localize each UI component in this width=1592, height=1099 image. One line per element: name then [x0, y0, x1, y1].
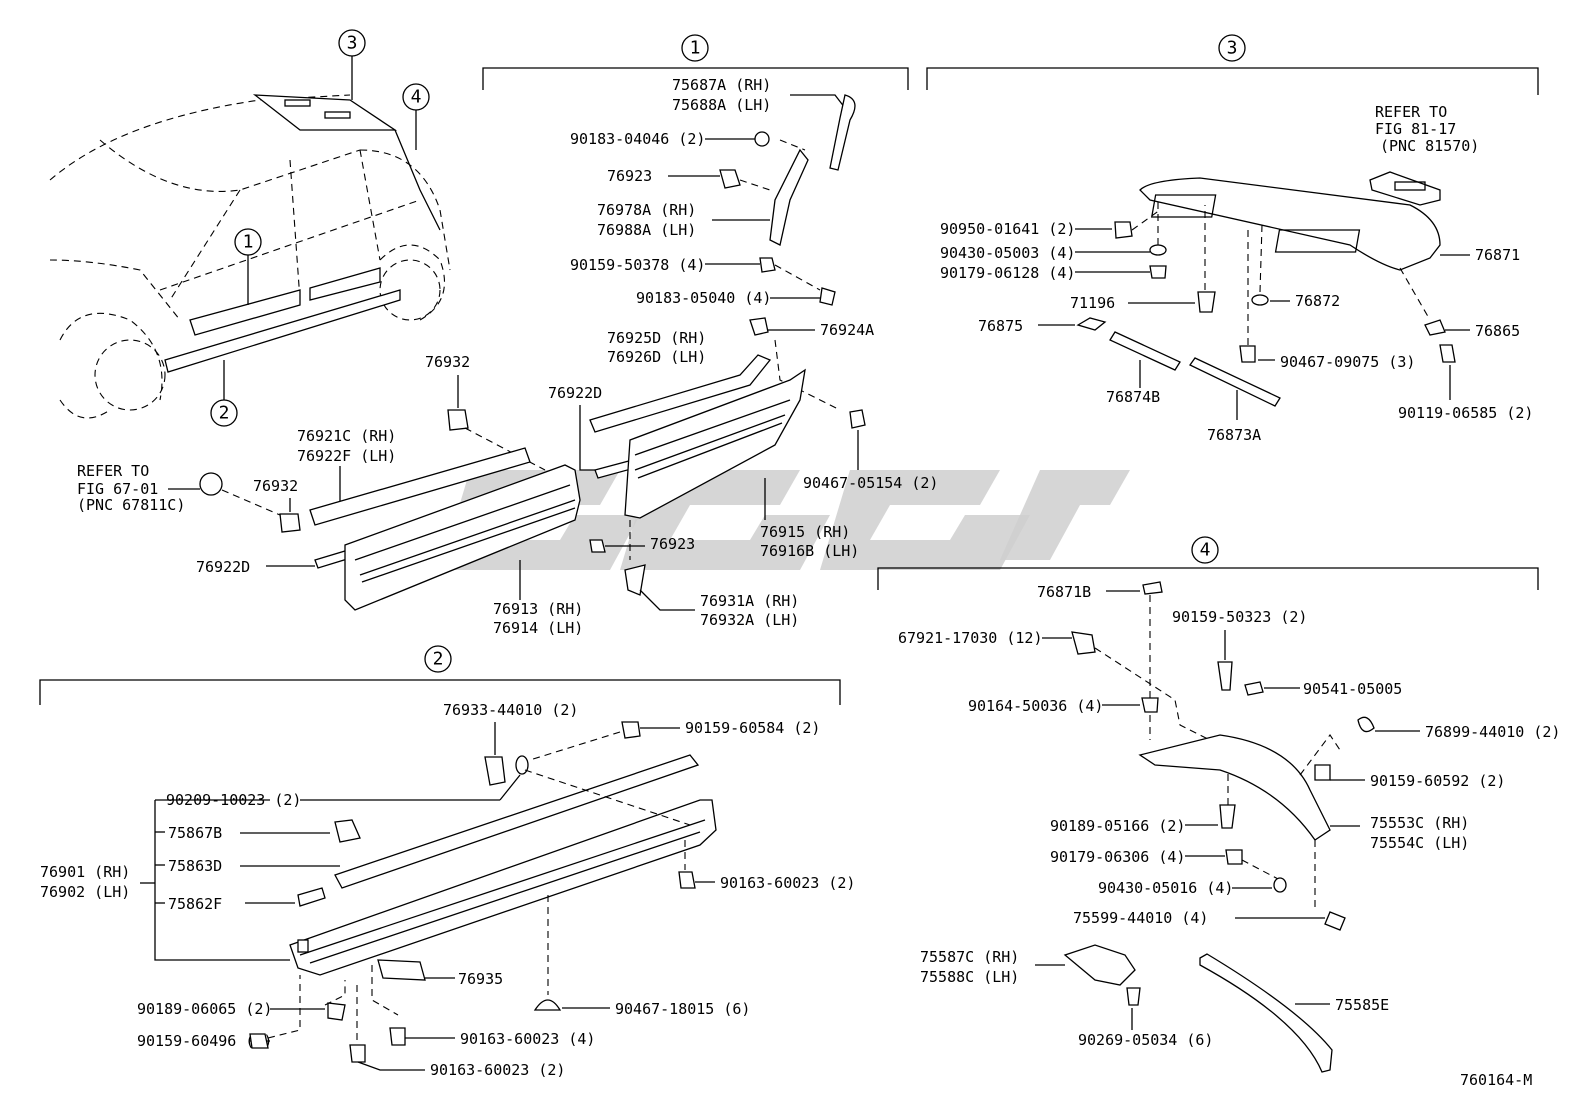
label-90189-05166: 90189-05166 (2)	[1050, 817, 1185, 835]
label-76899-44010: 76899-44010 (2)	[1425, 723, 1560, 741]
car-callout-2: 2	[219, 403, 230, 424]
car-callout-3: 3	[347, 33, 358, 54]
label-90430-05016: 90430-05016 (4)	[1098, 879, 1233, 897]
label-90159-60592: 90159-60592 (2)	[1370, 772, 1505, 790]
label-76873a: 76873A	[1207, 426, 1261, 444]
label-76922f: 76922F (LH)	[297, 447, 396, 465]
section-4-number: 4	[1200, 540, 1211, 561]
label-76902: 76902 (LH)	[40, 883, 130, 901]
label-90269-05034: 90269-05034 (6)	[1078, 1031, 1213, 1049]
label-90164-50036: 90164-50036 (4)	[968, 697, 1103, 715]
label-90467-05154: 90467-05154 (2)	[803, 474, 938, 492]
label-90159-50323: 90159-50323 (2)	[1172, 608, 1307, 626]
label-90159-60496: 90159-60496 (2)	[137, 1032, 272, 1050]
label-76923-top: 76923	[607, 167, 652, 185]
label-76933-44010: 76933-44010 (2)	[443, 701, 578, 719]
label-76926d: 76926D (LH)	[607, 348, 706, 366]
label-90950-01641: 90950-01641 (2)	[940, 220, 1075, 238]
refer-fig81-line2: FIG 81-17	[1375, 120, 1456, 138]
section-3: 3 REFER TO FIG 81-17 (PNC 81570) 76871 9…	[926, 34, 1539, 444]
car-callout-1: 1	[243, 232, 254, 253]
label-76865: 76865	[1475, 322, 1520, 340]
label-90163-60023-right: 90163-60023 (2)	[720, 874, 855, 892]
label-76872: 76872	[1295, 292, 1340, 310]
label-76924a: 76924A	[820, 321, 874, 339]
label-76922d-left: 76922D	[196, 558, 250, 576]
label-76922d-top: 76922D	[548, 384, 602, 402]
label-90467-09075: 90467-09075 (3)	[1280, 353, 1415, 371]
label-90467-18015: 90467-18015 (6)	[615, 1000, 750, 1018]
label-76915: 76915 (RH)	[760, 523, 850, 541]
label-90209-10023: 90209-10023 (2)	[166, 791, 301, 809]
section-1-number: 1	[690, 38, 701, 59]
label-90119-06585: 90119-06585 (2)	[1398, 404, 1533, 422]
label-76875: 76875	[978, 317, 1023, 335]
label-90163-60023-bottom: 90163-60023 (2)	[430, 1061, 565, 1079]
refer-fig67-line1: REFER TO	[77, 462, 149, 480]
label-76931a: 76931A (RH)	[700, 592, 799, 610]
label-75599-44010: 75599-44010 (4)	[1073, 909, 1208, 927]
label-90179-06128: 90179-06128 (4)	[940, 264, 1075, 282]
section-3-number: 3	[1227, 38, 1238, 59]
figure-number: 760164-M	[1460, 1071, 1532, 1089]
label-90159-60584: 90159-60584 (2)	[685, 719, 820, 737]
label-75553c: 75553C (RH)	[1370, 814, 1469, 832]
label-76925d: 76925D (RH)	[607, 329, 706, 347]
section-2: 2 76933-44010 (2) 90159-60584 (2) 90209-…	[39, 645, 855, 1079]
refer-fig81-line1: REFER TO	[1375, 103, 1447, 121]
label-75863d: 75863D	[168, 857, 222, 875]
label-90159-50378: 90159-50378 (4)	[570, 256, 705, 274]
label-90163-60023-mid: 90163-60023 (4)	[460, 1030, 595, 1048]
label-76923-mid: 76923	[650, 535, 695, 553]
section-2-number: 2	[433, 649, 444, 670]
refer-fig67-line2: FIG 67-01	[77, 480, 158, 498]
label-90189-06065: 90189-06065 (2)	[137, 1000, 272, 1018]
label-76916b: 76916B (LH)	[760, 542, 859, 560]
label-76871b: 76871B	[1037, 583, 1091, 601]
label-76988a: 76988A (LH)	[597, 221, 696, 239]
label-75688a: 75688A (LH)	[672, 96, 771, 114]
label-67921-17030: 67921-17030 (12)	[898, 629, 1043, 647]
label-90183-04046: 90183-04046 (2)	[570, 130, 705, 148]
label-71196: 71196	[1070, 294, 1115, 312]
label-76871: 76871	[1475, 246, 1520, 264]
label-75862f: 75862F	[168, 895, 222, 913]
label-75587c: 75587C (RH)	[920, 948, 1019, 966]
label-76921c: 76921C (RH)	[297, 427, 396, 445]
label-76914: 76914 (LH)	[493, 619, 583, 637]
refer-fig81-line3: (PNC 81570)	[1380, 137, 1479, 155]
label-76932-left: 76932	[253, 477, 298, 495]
label-75585e: 75585E	[1335, 996, 1389, 1014]
label-76901: 76901 (RH)	[40, 863, 130, 881]
section-4: 4 76871B 90159-50323 (2) 67921-17030 (12…	[877, 536, 1560, 1089]
label-76874b: 76874B	[1106, 388, 1160, 406]
label-90179-06306: 90179-06306 (4)	[1050, 848, 1185, 866]
label-90183-05040: 90183-05040 (4)	[636, 289, 771, 307]
refer-fig67-line3: (PNC 67811C)	[77, 496, 185, 514]
car-callout-4: 4	[411, 87, 422, 108]
label-75687a: 75687A (RH)	[672, 76, 771, 94]
label-75867b: 75867B	[168, 824, 222, 842]
label-75554c: 75554C (LH)	[1370, 834, 1469, 852]
label-76913: 76913 (RH)	[493, 600, 583, 618]
section-1: 1 75687A (RH) 75688A (LH) 90183-04046 (2…	[77, 34, 938, 637]
label-90430-05003: 90430-05003 (4)	[940, 244, 1075, 262]
car-overview-sketch: 3 4 1 2	[49, 29, 451, 427]
label-90541-05005: 90541-05005	[1303, 680, 1402, 698]
label-76935: 76935	[458, 970, 503, 988]
label-76978a: 76978A (RH)	[597, 201, 696, 219]
label-75588c: 75588C (LH)	[920, 968, 1019, 986]
label-76932-top: 76932	[425, 353, 470, 371]
label-76932a: 76932A (LH)	[700, 611, 799, 629]
